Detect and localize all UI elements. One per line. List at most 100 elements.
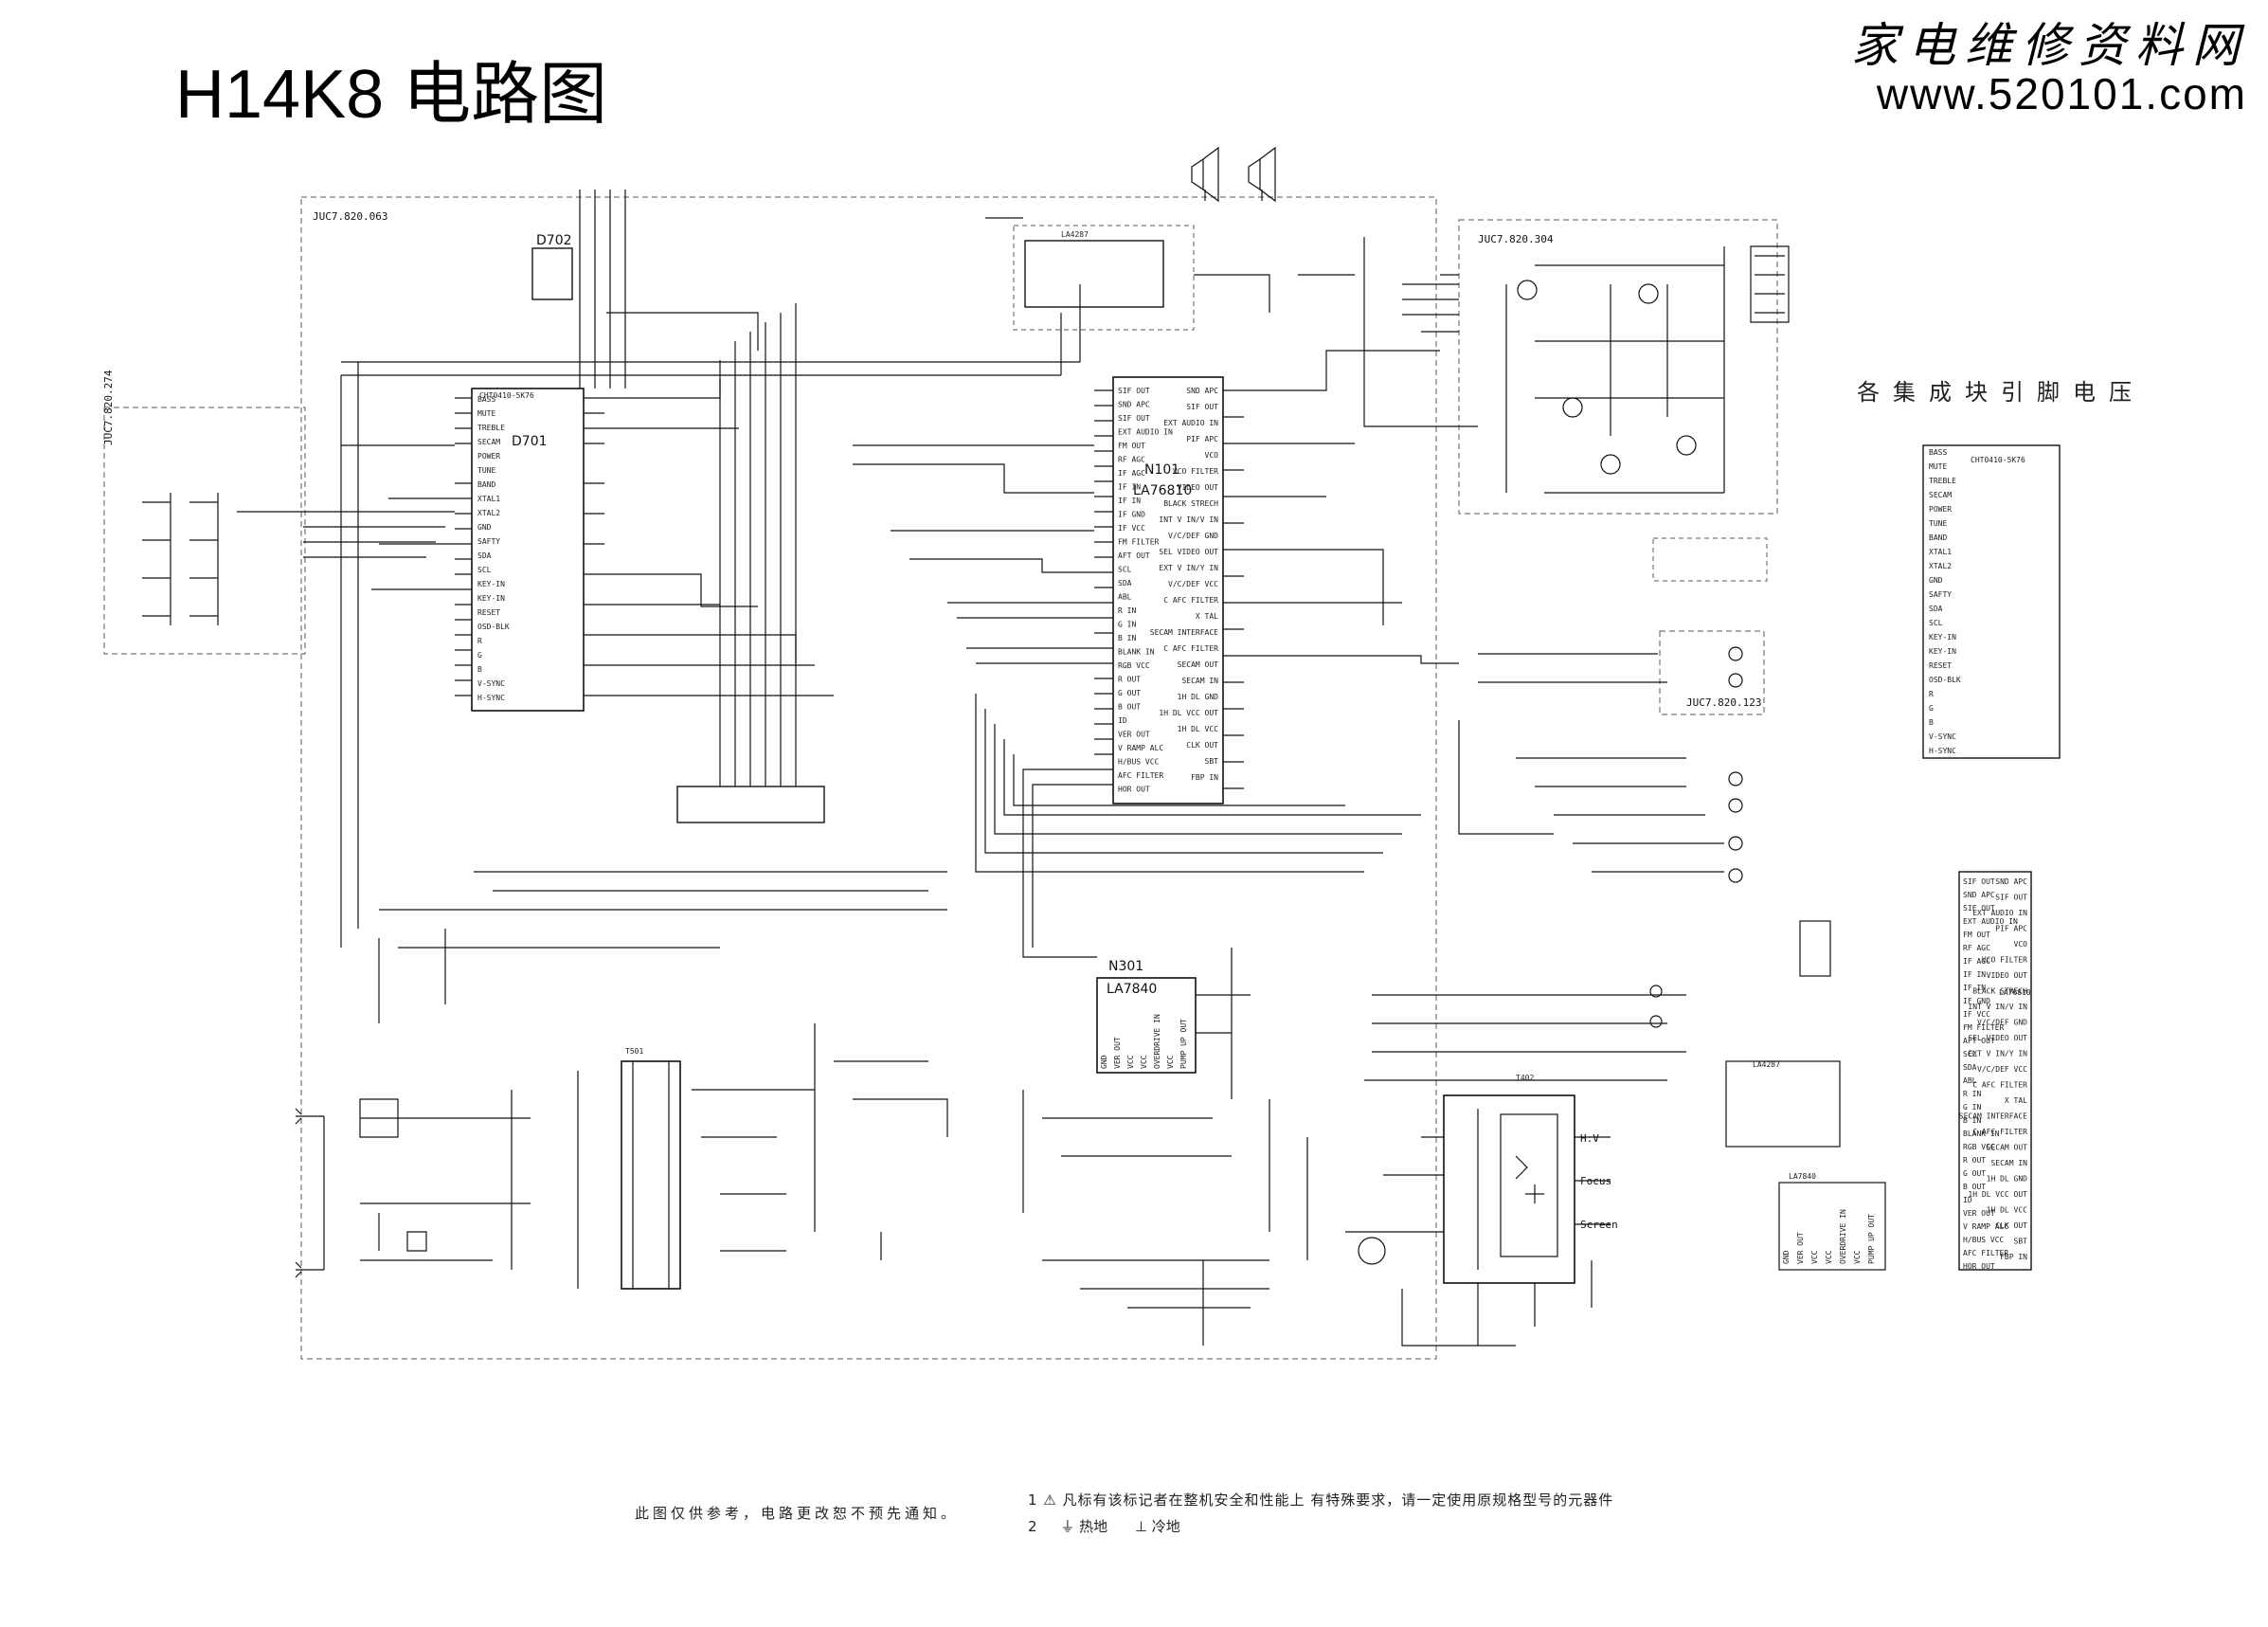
ref-mcu-pin-label: BAND — [1929, 533, 1947, 542]
footer-disclaimer: 此图仅供参考，电路更改恕不预先通知。 — [635, 1505, 960, 1522]
ref-jungle-pin-label: V/C/DEF GND — [1977, 1019, 2027, 1027]
page-title: H14K8 电路图 — [175, 57, 608, 133]
jungle-pin-label: SBT — [1205, 757, 1219, 766]
cold-ground-label: 冷地 — [1151, 1518, 1180, 1535]
crt-board-outline — [1458, 219, 1778, 515]
mcu-pin-label: GND — [477, 523, 492, 532]
ref-mcu-pin-label: KEY-IN — [1929, 633, 1956, 642]
ref-jungle-pin-label: SECAM IN — [1990, 1159, 2027, 1167]
fbt-out-screen: Screen — [1580, 1219, 1618, 1231]
ref-jungle-pin-label: R IN — [1963, 1090, 1981, 1098]
ref-jungle-pin-label: SIF OUT — [1963, 904, 1995, 913]
ref-vert-pin-label: OVERDRIVE IN — [1839, 1209, 1847, 1264]
ref-mcu-pin-label: V-SYNC — [1929, 732, 1956, 741]
ref-jungle-pin-label: FM OUT — [1963, 931, 1990, 939]
mcu-pin-label: SCL — [477, 566, 492, 574]
ref-jungle-pin-label: SND APC — [1963, 891, 1995, 899]
fbt-out-hv: H.V — [1580, 1132, 1599, 1145]
audio-board-outline — [1013, 225, 1195, 331]
jungle-ref: N101 — [1144, 462, 1179, 478]
ref-jungle-pin-label: C AFC FILTER — [1972, 1128, 2027, 1136]
ref-jungle-pin-label: H/BUS VCC — [1963, 1236, 2005, 1244]
mcu-pin-label: SAFTY — [477, 537, 500, 546]
vert-pin-label: VER OUT — [1113, 1037, 1122, 1069]
ref-jungle-pin-label: G OUT — [1963, 1169, 1986, 1178]
ref-jungle-pin-label: B IN — [1963, 1116, 1981, 1125]
ref-jungle-pin-label: R OUT — [1963, 1156, 1986, 1165]
jungle-pin-label: SIF OUT — [1118, 414, 1150, 423]
eeprom-chip — [531, 247, 573, 300]
main-board-outline — [300, 196, 1437, 1360]
av-board-outline — [1659, 630, 1765, 715]
ref-jungle-pin-label: C AFC FILTER — [1972, 1081, 2027, 1090]
ref-eeprom-block — [1799, 920, 1831, 977]
jungle-pin-label: G IN — [1118, 621, 1136, 629]
ref-jungle-pin-label: SECAM OUT — [1987, 1144, 2028, 1152]
ref-jungle-pin-label: BLANK IN — [1963, 1130, 2000, 1138]
jungle-pin-label: EXT V IN/Y IN — [1159, 564, 1218, 572]
mcu-pin-label: XTAL2 — [477, 509, 500, 517]
ref-jungle-pin-label: SIF OUT — [1963, 877, 1995, 886]
ref-jungle-pin-label: FBP IN — [2000, 1253, 2027, 1261]
av-board-label: JUC7.820.123 — [1686, 696, 1761, 709]
jungle-pin-label: SIF OUT — [1186, 403, 1218, 411]
ref-jungle-pin-label: RGB VCC — [1963, 1143, 1995, 1151]
ref-jungle-pin-label: PIF APC — [1995, 925, 2027, 933]
ref-jungle-pin-label: AFT OUT — [1963, 1037, 1995, 1045]
ref-vert-pin-label: VCC — [1853, 1250, 1862, 1264]
mcu-pin-label: V-SYNC — [477, 679, 505, 688]
mcu-pin-label: BAND — [477, 480, 495, 489]
ref-mcu-pin-label: POWER — [1929, 505, 1952, 514]
mcu-pin-label: BASS — [477, 395, 495, 404]
mcu-pin-label: MUTE — [477, 409, 495, 418]
footer-note-ground: 2 ⏚ 热地 ⊥ 冷地 — [1028, 1516, 1180, 1536]
jungle-pin-label: SECAM INTERFACE — [1150, 628, 1218, 637]
jungle-pin-label: SND APC — [1186, 387, 1218, 395]
footer-note-number: 2 — [1028, 1518, 1037, 1535]
vert-chip — [1096, 977, 1197, 1074]
mcu-part: CHT0410-5K76 — [479, 391, 534, 400]
jungle-pin-label: G OUT — [1118, 689, 1141, 697]
ref-jungle-pin-label: 1H DL VCC OUT — [1968, 1190, 2027, 1199]
jungle-pin-label: SECAM IN — [1181, 677, 1218, 685]
crt-socket — [1750, 245, 1790, 323]
mcu-pin-label: B — [477, 665, 482, 674]
crt-neck-outline — [1652, 537, 1768, 582]
jungle-pin-label: 1H DL GND — [1178, 693, 1219, 701]
jungle-pin-label: FBP IN — [1191, 773, 1218, 782]
jungle-pin-label: IF IN — [1118, 497, 1141, 505]
ref-vert-pin-label: VCC — [1825, 1250, 1833, 1264]
psu-transformer — [621, 1060, 681, 1290]
ref-jungle-pin-label: VCO FILTER — [1982, 956, 2027, 965]
ref-jungle-pin-label: ABL — [1963, 1076, 1977, 1085]
ref-jungle-pin-label: FM FILTER — [1963, 1023, 2005, 1032]
ref-vert-pin-label: VER OUT — [1796, 1232, 1805, 1264]
speaker-right-icon — [1248, 146, 1276, 203]
jungle-pin-label: IF AGC — [1118, 469, 1145, 478]
ref-jungle-pin-label: SEL VIDEO OUT — [1968, 1034, 2027, 1042]
jungle-pin-label: SEL VIDEO OUT — [1159, 548, 1218, 556]
mcu-pin-label: KEY-IN — [477, 594, 505, 603]
jungle-pin-label: INT V IN/V IN — [1159, 515, 1218, 524]
ref-jungle-pin-label: VER OUT — [1963, 1209, 1995, 1218]
main-board-label: JUC7.820.063 — [313, 210, 387, 223]
jungle-chip — [1112, 376, 1224, 804]
ref-jungle-pin-label: ID — [1963, 1196, 1972, 1204]
jungle-pin-label: V/C/DEF GND — [1168, 532, 1218, 540]
vert-pin-label: PUMP UP OUT — [1179, 1019, 1188, 1069]
ref-mcu-pin-label: R — [1929, 690, 1934, 698]
ref-mcu-pin-label: SECAM — [1929, 491, 1952, 499]
mcu-pin-label: H-SYNC — [477, 694, 505, 702]
vert-pin-label: OVERDRIVE IN — [1153, 1014, 1161, 1069]
jungle-pin-label: C AFC FILTER — [1163, 644, 1218, 653]
mcu-pin-label: XTAL1 — [477, 495, 500, 503]
jungle-pin-label: BLANK IN — [1118, 648, 1155, 657]
ref-jungle-pin-label: HOR OUT — [1963, 1262, 1995, 1271]
fbt-out-focus: Focus — [1580, 1175, 1611, 1187]
ref-jungle-pin-label: SCL — [1963, 1050, 1977, 1058]
jungle-pin-label: SIF OUT — [1118, 387, 1150, 395]
